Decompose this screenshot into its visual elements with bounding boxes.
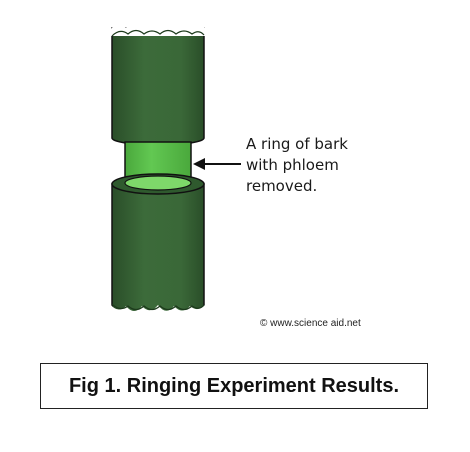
upper-bark-segment — [110, 22, 206, 146]
torn-edge-top — [111, 29, 205, 37]
figure-caption-box: Fig 1. Ringing Experiment Results. — [40, 363, 428, 409]
figure-caption: Fig 1. Ringing Experiment Results. — [68, 374, 400, 397]
callout-label: A ring of bark with phloem removed. — [246, 134, 348, 197]
wood-cross-section — [124, 175, 192, 191]
torn-edge-bottom — [111, 303, 205, 311]
source-credit: © www.science aid.net — [260, 318, 361, 329]
callout-line: A ring of bark — [246, 135, 348, 153]
arrow-left-icon — [193, 158, 241, 170]
callout-line: with phloem — [246, 156, 339, 174]
lower-bark-segment — [110, 173, 206, 320]
callout-line: removed. — [246, 177, 318, 195]
